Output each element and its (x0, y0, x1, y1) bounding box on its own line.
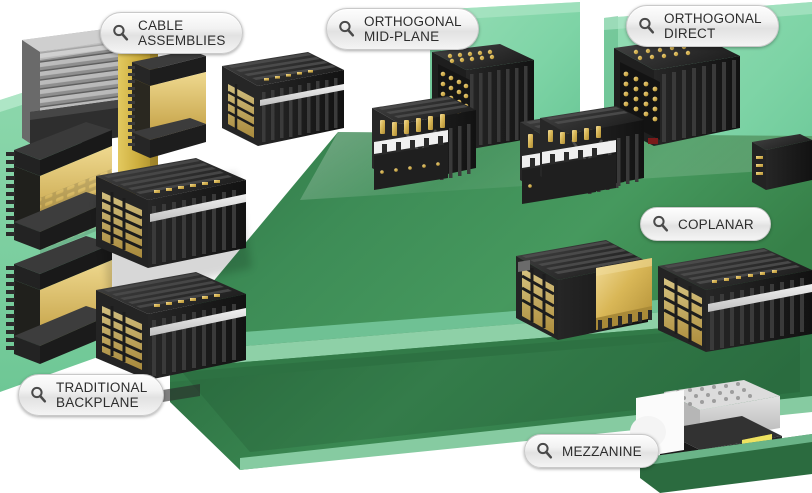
hotspot-label-orthogonal-direct: ORTHOGONAL DIRECT (664, 11, 762, 41)
mezzanine-pcb-strip (640, 434, 812, 493)
backplane-connector-upper-body (96, 158, 246, 268)
coplanar-connector-right (658, 248, 812, 352)
hotspot-traditional-backplane[interactable]: TRADITIONAL BACKPLANE (18, 374, 165, 416)
hotspot-orthogonal-direct[interactable]: ORTHOGONAL DIRECT (626, 5, 779, 47)
orthogonal-midplane-plug-left (372, 96, 476, 190)
magnifier-icon (31, 386, 47, 403)
hotspot-orthogonal-mid-plane[interactable]: ORTHOGONAL MID-PLANE (326, 8, 479, 50)
hotspot-label-cable-assemblies: CABLE ASSEMBLIES (138, 18, 226, 48)
magnifier-icon (537, 442, 553, 459)
traditional-backplane-connector-upper (6, 122, 112, 254)
hotspot-coplanar[interactable]: COPLANAR (640, 207, 771, 241)
traditional-backplane-connector-lower (6, 236, 112, 364)
magnifier-icon (653, 215, 669, 232)
hotspot-mezzanine[interactable]: MEZZANINE (524, 434, 659, 468)
orthogonal-direct-plug (540, 106, 644, 200)
hotspot-label-coplanar: COPLANAR (678, 216, 754, 232)
hotspot-label-traditional-backplane: TRADITIONAL BACKPLANE (56, 380, 148, 410)
hotspot-label-mezzanine: MEZZANINE (562, 443, 642, 459)
pcb-reflection (182, 322, 800, 452)
backplane-connector-lower-body (96, 272, 246, 380)
hotspot-label-orthogonal-mid-plane: ORTHOGONAL MID-PLANE (364, 14, 462, 44)
right-edge-connector (752, 134, 812, 190)
coplanar-connector-left (516, 240, 652, 340)
magnifier-icon (639, 17, 655, 34)
upper-center-connector (222, 52, 344, 146)
magnifier-icon (339, 20, 355, 37)
white-comb-feet-direct (542, 140, 616, 200)
white-comb-feet (374, 130, 448, 190)
hotspot-cable-assemblies[interactable]: CABLE ASSEMBLIES (100, 12, 243, 54)
magnifier-icon (113, 24, 129, 41)
